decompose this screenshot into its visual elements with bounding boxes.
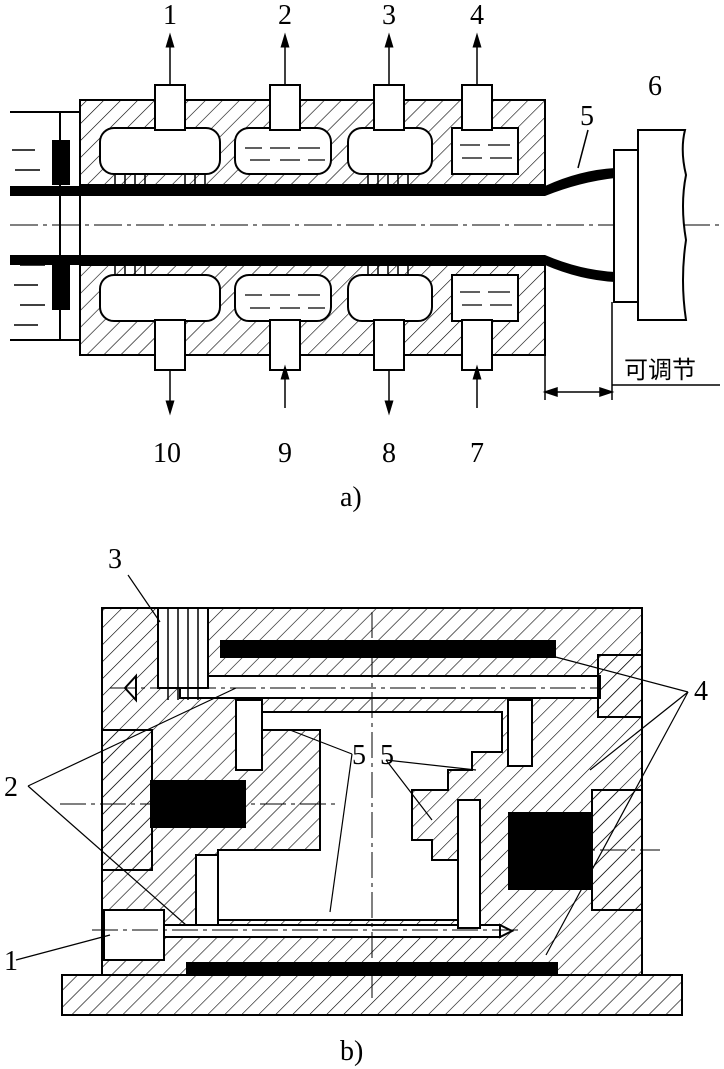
side-block-right-top [597,654,643,718]
left-seal-top [52,140,70,185]
bolt-1 [103,909,165,961]
caption-b: b) [340,1036,363,1067]
label-a-10: 10 [153,438,181,469]
figure-b: 3 2 1 4 5 5 b) [4,544,708,1067]
caption-a: a) [340,482,362,513]
flex-hose-bottom [545,255,615,282]
flange [613,149,639,303]
adjustable-label: 可调节 [624,356,696,384]
label-a-1: 1 [163,0,177,31]
label-a-8: 8 [382,438,396,469]
label-b-5-left: 5 [352,740,366,771]
flex-hose-top [545,168,615,196]
label-b-3: 3 [108,544,122,575]
lower-housing [79,260,546,371]
left-seal-bottom [52,265,70,310]
label-b-4: 4 [694,676,708,707]
label-b-2: 2 [4,772,18,803]
port-3 [157,607,209,689]
label-a-6: 6 [648,71,662,102]
label-a-7: 7 [470,438,484,469]
heater-top [220,640,556,658]
label-a-2: 2 [278,0,292,31]
label-b-1: 1 [4,946,18,977]
heater-right [508,812,592,890]
label-a-5: 5 [580,101,594,132]
body-6 [637,129,688,321]
figure-a: 1 2 3 4 5 6 10 9 8 7 可调节 a) [10,0,720,513]
label-b-5-right: 5 [380,740,394,771]
upper-housing [79,84,546,190]
label-a-9: 9 [278,438,292,469]
heater-bottom [186,962,558,976]
side-block-left [101,729,153,871]
adjustable-dimension [542,302,720,400]
pipe-wall-bottom [10,255,545,265]
label-a-4: 4 [470,0,484,31]
leader-5 [577,129,589,169]
pipe-wall-top [10,186,545,196]
label-a-3: 3 [382,0,396,31]
